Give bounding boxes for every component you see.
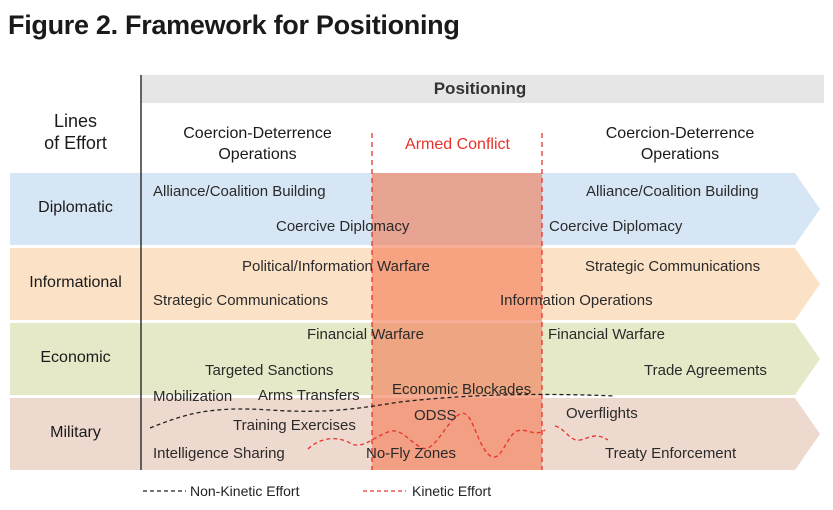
positioning-bar	[141, 75, 824, 103]
lines-of-effort-label: Lines of Effort	[44, 111, 107, 153]
non-kinetic-effort-curve	[149, 393, 616, 429]
item-economic-blockades: Economic Blockades	[392, 381, 532, 398]
item-odss: ODSS	[414, 407, 457, 424]
phase-armed-conflict: Armed Conflict	[405, 136, 510, 153]
item-alliance-coalition-building-right: Alliance/Coalition Building	[586, 183, 759, 200]
legend-non-kinetic-label: Non-Kinetic Effort	[190, 483, 300, 499]
item-alliance-coalition-building-left: Alliance/Coalition Building	[153, 183, 326, 200]
row-label-informational: Informational	[29, 274, 122, 291]
row-label-economic: Economic	[40, 349, 111, 366]
item-information-operations: Information Operations	[500, 292, 653, 309]
kinetic-effort-curve	[307, 412, 546, 458]
item-intelligence-sharing: Intelligence Sharing	[153, 445, 285, 462]
item-financial-warfare-left: Financial Warfare	[307, 326, 424, 343]
item-political-information-warfare: Political/Information Warfare	[242, 258, 430, 275]
armed-conflict-band	[372, 173, 542, 470]
figure-title: Figure 2. Framework for Positioning	[8, 10, 460, 40]
phase-left-coercion-deterrence: Coercion-Deterrence Operations	[183, 125, 332, 163]
item-financial-warfare-right: Financial Warfare	[548, 326, 665, 343]
item-treaty-enforcement: Treaty Enforcement	[605, 445, 737, 462]
kinetic-effort-curve-right	[554, 425, 609, 441]
item-coercive-diplomacy-left: Coercive Diplomacy	[276, 218, 410, 235]
item-strategic-communications-left: Strategic Communications	[153, 292, 329, 309]
item-overflights: Overflights	[566, 405, 638, 422]
phase-right-coercion-deterrence: Coercion-Deterrence Operations	[605, 125, 755, 163]
row-label-diplomatic: Diplomatic	[38, 199, 113, 216]
item-no-fly-zones: No-Fly Zones	[366, 445, 457, 462]
item-mobilization: Mobilization	[153, 388, 233, 405]
positioning-label: Positioning	[433, 79, 527, 98]
item-strategic-communications-right: Strategic Communications	[585, 258, 761, 275]
row-label-military: Military	[50, 424, 101, 441]
item-coercive-diplomacy-right: Coercive Diplomacy	[549, 218, 683, 235]
item-arms-transfers: Arms Transfers	[258, 387, 360, 404]
legend-kinetic-label: Kinetic Effort	[412, 483, 492, 499]
item-training-exercises: Training Exercises	[233, 417, 356, 434]
item-trade-agreements: Trade Agreements	[644, 362, 767, 379]
item-targeted-sanctions: Targeted Sanctions	[205, 362, 334, 379]
